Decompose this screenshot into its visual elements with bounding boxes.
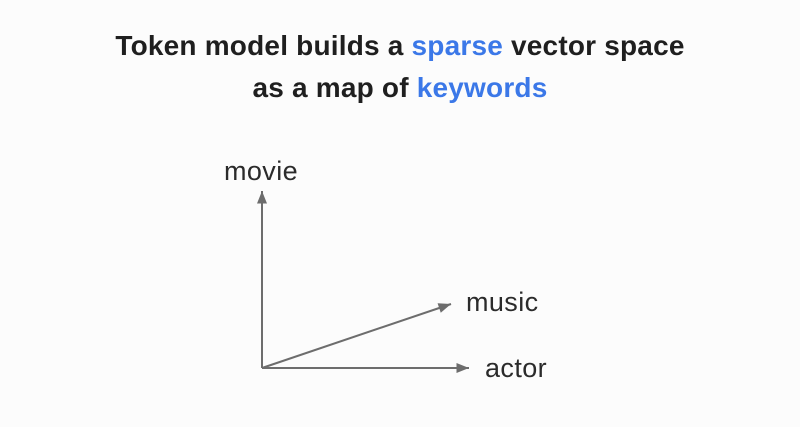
title-accent-sparse: sparse xyxy=(411,30,504,61)
title-accent-keywords: keywords xyxy=(416,72,548,103)
actor-axis-label: actor xyxy=(485,353,548,383)
page-title: Token model builds a sparse vector space… xyxy=(0,25,800,109)
title-text-pre: Token model builds a xyxy=(115,30,404,61)
music-vector-label: music xyxy=(466,287,539,317)
title-line-1: Token model builds a sparse vector space xyxy=(0,25,800,67)
title-text-pre-2: as a map of xyxy=(252,72,409,103)
movie-axis-label: movie xyxy=(224,156,299,186)
title-text-post: vector space xyxy=(511,30,685,61)
title-line-2: as a map of keywords xyxy=(0,67,800,109)
music-vector-arrow xyxy=(261,303,452,369)
